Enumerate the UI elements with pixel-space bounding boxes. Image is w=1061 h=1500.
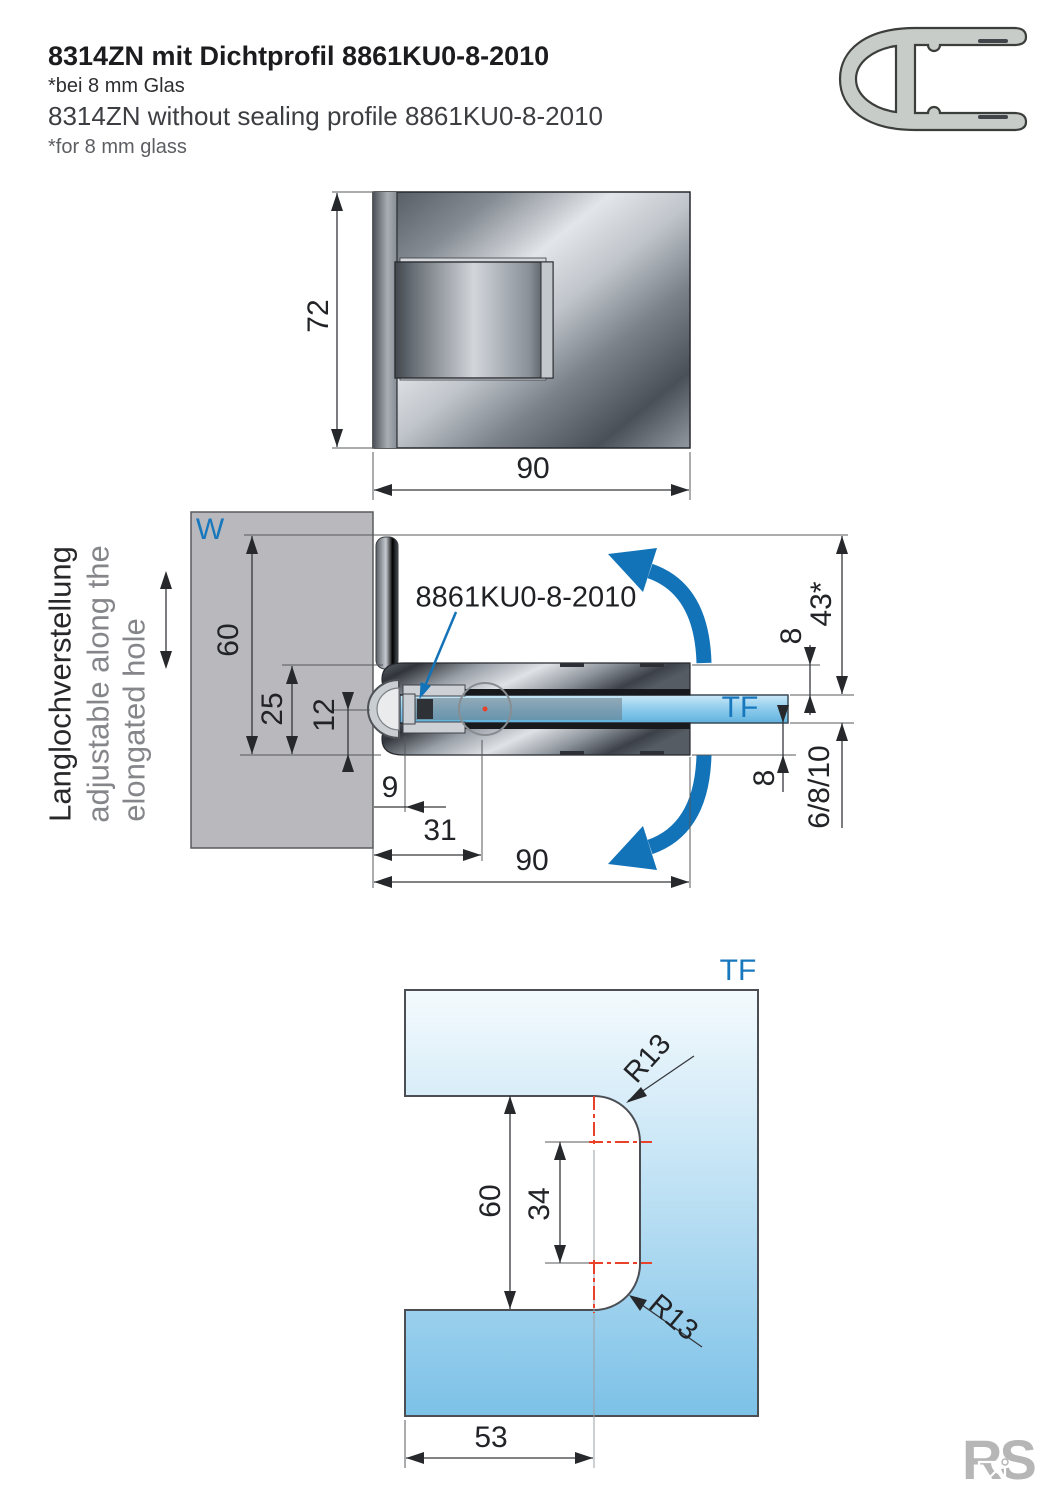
sealing-profile-section xyxy=(402,684,466,734)
dim-label-8-top: 8 xyxy=(775,627,808,645)
dim-label-60-side: 60 xyxy=(212,623,245,657)
dim-label-31: 31 xyxy=(423,814,457,847)
glass-panel-shape xyxy=(404,989,759,1417)
note-english-line1: adjustable along the xyxy=(80,545,116,823)
wall-shape xyxy=(190,511,374,849)
subtitle-german: *bei 8 mm Glas xyxy=(48,75,185,97)
profile-callout-label: 8861KU0-8-2010 xyxy=(415,581,637,614)
dim-label-43: 43* xyxy=(805,581,838,627)
dim-label-9: 9 xyxy=(381,771,399,804)
note-german-rotated: Langlochverstellung xyxy=(42,546,78,822)
swing-arrow-up xyxy=(608,548,712,664)
front-view-drawing xyxy=(331,191,691,500)
adjust-double-arrow xyxy=(160,571,172,669)
dim-label-glass-thickness: 6/8/10 xyxy=(803,745,836,829)
title-german: 8314ZN mit Dichtprofil 8861KU0-8-2010 xyxy=(48,41,550,71)
dim-label-width-90: 90 xyxy=(516,452,550,485)
glass-label-side: TF xyxy=(721,691,759,724)
screw-hole xyxy=(458,682,512,736)
note-english-line2: elongated hole xyxy=(116,618,152,822)
radius-leader-bottom xyxy=(629,1295,703,1348)
dim-label-90-side: 90 xyxy=(515,844,549,877)
dim-label-25: 25 xyxy=(256,692,289,726)
profile-callout-leader xyxy=(419,611,458,699)
hinge-front-plate xyxy=(394,261,554,379)
brand-logo-text: RS xyxy=(962,1428,1037,1491)
radius-leader-top xyxy=(626,1055,695,1103)
dim-label-8-bottom: 8 xyxy=(748,769,781,787)
sealing-profile-icon xyxy=(838,26,1028,132)
glass-label-cutout: TF xyxy=(719,954,757,987)
brand-logo-fan-icon xyxy=(977,1458,1009,1490)
dim-label-53: 53 xyxy=(474,1421,508,1454)
dim-label-12: 12 xyxy=(308,698,341,732)
title-english: 8314ZN without sealing profile 8861KU0-8… xyxy=(48,101,604,131)
cutout-view-drawing xyxy=(404,989,759,1468)
dim-label-34: 34 xyxy=(523,1187,556,1221)
subtitle-english: *for 8 mm glass xyxy=(48,136,187,158)
dim-label-height-72: 72 xyxy=(302,299,335,333)
mount-plate-edge xyxy=(375,536,399,670)
side-view-drawing xyxy=(160,511,854,888)
radius-center-marks xyxy=(589,1096,652,1313)
elongated-hole-shadow xyxy=(408,698,622,720)
wall-label: W xyxy=(195,513,225,546)
hinge-front-edge-strip xyxy=(373,192,397,448)
dim-label-60-cutout: 60 xyxy=(474,1184,507,1218)
